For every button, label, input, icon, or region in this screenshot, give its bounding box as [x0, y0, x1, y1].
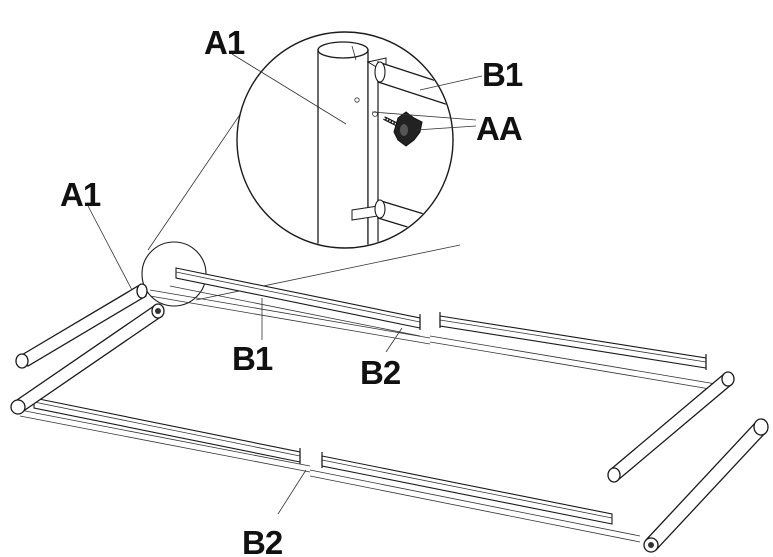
leader-aa-detail-2 — [415, 125, 477, 131]
leader-aa-detail-1 — [371, 111, 477, 121]
leader-a1-frame — [87, 205, 133, 291]
label-aa-detail: AA — [476, 110, 522, 147]
rail-b2-back — [429, 312, 717, 391]
label-b1-frame: B1 — [232, 340, 273, 377]
label-group: A1 B1 AA A1 B1 B2 B2 — [60, 24, 524, 557]
leader-b2-bottom — [277, 469, 307, 515]
leader-b1-detail — [419, 75, 483, 91]
label-a1-frame: A1 — [60, 176, 101, 213]
label-b2-frame-bottom: B2 — [242, 524, 283, 557]
rail-b1-front — [19, 397, 311, 473]
leg-tube-right-front — [643, 418, 769, 553]
label-b1-detail: B1 — [482, 56, 523, 93]
end-tube-left — [15, 283, 148, 369]
label-a1-detail: A1 — [204, 24, 245, 61]
leader-a1-detail — [231, 53, 347, 125]
detail-callout — [141, 31, 461, 307]
callout-line-bottom — [195, 244, 461, 301]
rail-b1-back — [149, 267, 431, 345]
post-a1-detail — [317, 41, 369, 247]
bed-frame — [10, 267, 769, 553]
rail-b2-front — [309, 452, 641, 543]
leader-b2-right — [385, 327, 403, 353]
leg-tube-left-front — [10, 303, 165, 415]
end-tube-right — [607, 371, 735, 483]
label-b2-frame-right: B2 — [360, 354, 401, 391]
